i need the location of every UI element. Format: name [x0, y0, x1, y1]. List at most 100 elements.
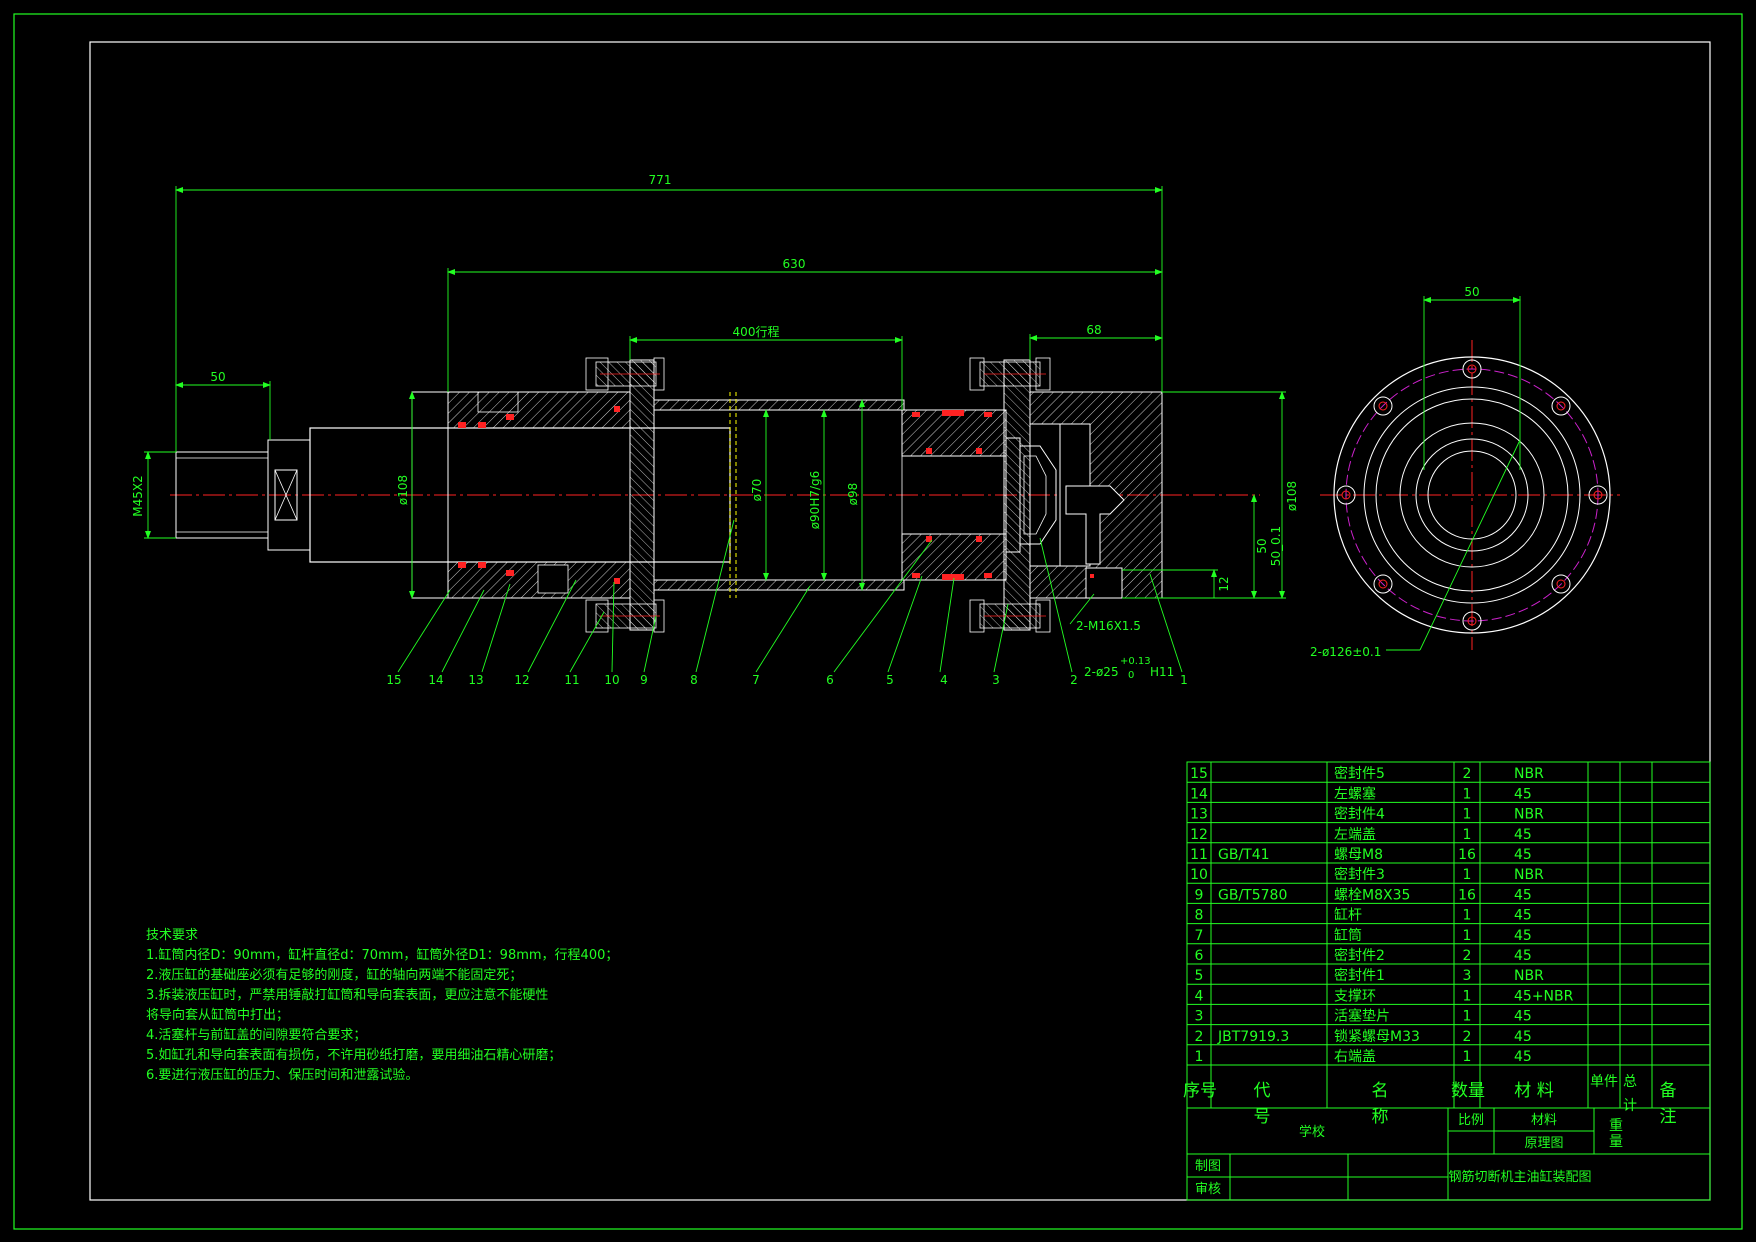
sheet-border: [13, 13, 1743, 1230]
bom-header-qty: 数量: [1451, 1081, 1485, 1101]
left-end-cap: [411, 391, 631, 599]
tech-req-line: 2.液压缸的基础座必须有足够的刚度，缸的轴向两端不能固定死；: [146, 968, 523, 983]
bom-cell-name: 密封件4: [1334, 806, 1385, 823]
bom-cell-code: GB/T41: [1218, 847, 1270, 863]
bom-cell-qty: 2: [1463, 1029, 1472, 1045]
bom-cell-material: NBR: [1514, 766, 1544, 782]
bom-cell-material: 45+NBR: [1514, 988, 1574, 1004]
bom-header-total2: 计: [1623, 1098, 1637, 1114]
bom-cell-no: 5: [1195, 968, 1204, 984]
bom-cell-qty: 1: [1463, 867, 1472, 883]
bom-cell-no: 1: [1195, 1049, 1204, 1065]
bom-cell-qty: 1: [1463, 928, 1472, 944]
bom-cell-qty: 1: [1463, 908, 1472, 924]
bom-header-code: 代: [1254, 1081, 1271, 1101]
bom-header-remark2: 注: [1660, 1107, 1677, 1127]
technical-requirements: 技术要求 1.缸筒内径D：90mm，缸杆直径d：70mm，缸筒外径D1：98mm…: [146, 926, 618, 1086]
title-block-scale-label: 比例: [1458, 1113, 1484, 1128]
bom-cell-name: 左螺塞: [1334, 785, 1376, 802]
bom-cell-material: 45: [1514, 786, 1532, 802]
end-view-bolts: [1336, 359, 1608, 631]
left-seals: [458, 406, 620, 584]
bom-cell-qty: 2: [1463, 948, 1472, 964]
left-flange: [629, 359, 655, 631]
callout-9: 9: [640, 673, 648, 687]
tech-req-title: 技术要求: [146, 928, 199, 943]
bom-cell-qty: 3: [1463, 968, 1472, 984]
callout-5: 5: [886, 673, 894, 687]
bom-cell-no: 13: [1190, 807, 1208, 823]
bom-cell-qty: 16: [1458, 847, 1476, 863]
bom-header-name2: 称: [1372, 1107, 1389, 1127]
callout-8: 8: [690, 673, 698, 687]
bom-header-material: 材 料: [1514, 1081, 1553, 1101]
title-block-checked-by: 审核: [1195, 1182, 1221, 1197]
bom-cell-no: 9: [1195, 887, 1204, 903]
right-end-cap: [1029, 391, 1163, 599]
bom-header-remark: 备: [1660, 1081, 1677, 1101]
dim-port-dia: 2-ø25: [1084, 665, 1119, 679]
callout-7: 7: [752, 673, 760, 687]
bom-cell-no: 8: [1195, 908, 1204, 924]
bom-cell-name: 密封件3: [1334, 866, 1385, 883]
bom-cell-material: 45: [1514, 827, 1532, 843]
dimension-lines: [144, 186, 1286, 599]
callout-14: 14: [428, 673, 443, 687]
bom-cell-material: 45: [1514, 948, 1532, 964]
tech-req-line: 将导向套从缸筒中打出；: [146, 1008, 290, 1023]
dim-port-tol-lower: 0: [1128, 670, 1134, 681]
bom-row: 13 密封件4 1 NBR: [1190, 806, 1544, 823]
bom-cell-material: 45: [1514, 928, 1532, 944]
title-block-material-label: 材料: [1531, 1113, 1557, 1128]
dim-stroke: 400行程: [733, 324, 780, 339]
callout-10: 10: [604, 673, 619, 687]
tech-req-line: 1.缸筒内径D：90mm，缸杆直径d：70mm，缸筒外径D1：98mm，行程40…: [146, 948, 619, 963]
dim-port-offset: 50: [1255, 538, 1269, 553]
left-bolts: [585, 357, 665, 633]
dim-bore-fit: ø90H7/g6: [808, 471, 822, 530]
tech-req-line: 5.如缸孔和导向套表面有损伤，不许用砂纸打磨，要用细油石精心研磨；: [146, 1048, 562, 1063]
bom-cell-material: NBR: [1514, 807, 1544, 823]
bom-cell-material: 45: [1514, 1029, 1532, 1045]
title-block-drawing-title: 钢筋切断机主油缸装配图: [1448, 1169, 1591, 1185]
tech-req-line: 6.要进行液压缸的压力、保压时间和泄露试验。: [146, 1068, 419, 1083]
bom-cell-material: 45: [1514, 1049, 1532, 1065]
bom-cell-name: 锁紧螺母M33: [1334, 1029, 1420, 1045]
dim-end-dia: ø108: [1285, 481, 1299, 511]
bom-header-name: 名: [1372, 1081, 1389, 1101]
bom-cell-no: 3: [1195, 1009, 1204, 1025]
bom-cell-material: NBR: [1514, 867, 1544, 883]
leader-lines: [397, 519, 1183, 673]
bom-cell-qty: 1: [1463, 1009, 1472, 1025]
callout-2: 2: [1070, 673, 1078, 687]
title-block-drawn-by: 制图: [1195, 1159, 1221, 1174]
dim-thread-length: 50: [210, 370, 225, 384]
end-view: 50 2-ø126±0.1: [1310, 285, 1620, 659]
dim-total-length: 771: [649, 173, 672, 187]
bom-cell-material: 45: [1514, 847, 1532, 863]
bom-cell-qty: 1: [1463, 807, 1472, 823]
bom-cell-qty: 1: [1463, 827, 1472, 843]
bom-cell-name: 螺栓M8X35: [1334, 887, 1410, 903]
callout-4: 4: [940, 673, 948, 687]
bom-header-total: 总: [1623, 1074, 1637, 1090]
dim-end-length: 68: [1086, 323, 1101, 337]
bom-header-unit: 单件: [1590, 1074, 1618, 1090]
bom-cell-no: 2: [1195, 1029, 1204, 1045]
bom-cell-no: 11: [1190, 847, 1208, 863]
bom-cell-material: 45: [1514, 908, 1532, 924]
dim-outer-dia: ø98: [846, 483, 860, 506]
bom-cell-qty: 1: [1463, 1049, 1472, 1065]
dim-port-height: 12: [1217, 576, 1231, 591]
bom-cell-name: 左端盖: [1334, 827, 1376, 843]
callout-6: 6: [826, 673, 834, 687]
